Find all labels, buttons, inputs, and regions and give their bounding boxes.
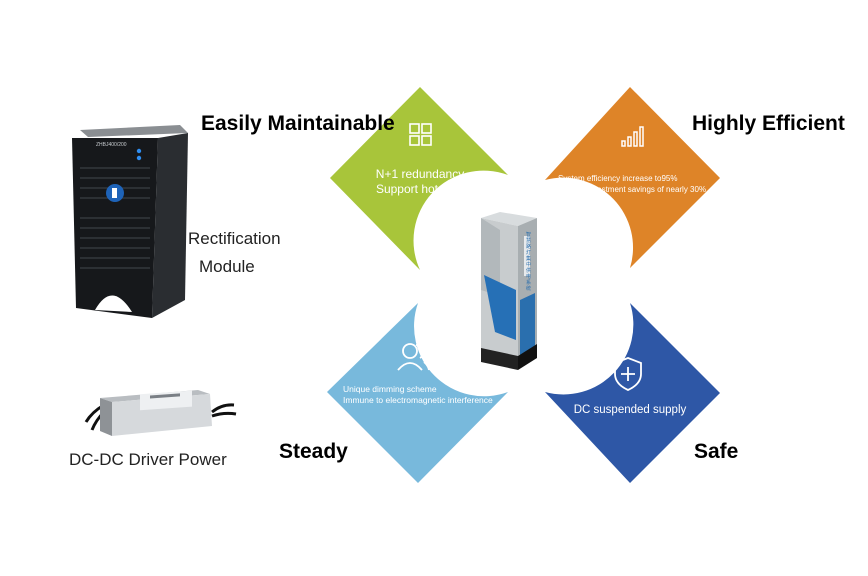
cabinet-side-text: 智慧路灯集中供电系统 (526, 232, 532, 292)
maintainable-line-1: N+1 redundancy (375, 167, 465, 181)
efficient-title: Highly Efficient (692, 112, 845, 135)
steady-line-1: Unique dimming scheme (343, 384, 437, 394)
steady-description: Unique dimming scheme Immune to electrom… (343, 384, 493, 406)
driver-power-image (84, 390, 237, 436)
safe-diamond (545, 303, 720, 483)
rectifier-module-image (72, 125, 188, 318)
grid-icon (409, 123, 432, 146)
users-icon (397, 343, 430, 371)
efficient-description: System efficiency increase to95% System … (558, 173, 706, 195)
maintainable-line-2: Support hot plug (375, 182, 465, 196)
maintainable-diamond (330, 87, 508, 270)
shield-plus-icon (614, 357, 642, 391)
power-cabinet-image (481, 212, 537, 370)
rectifier-label-line-2: Module (199, 257, 255, 276)
steady-diamond (327, 303, 508, 483)
efficient-line-2: System investment savings of nearly 30% (558, 185, 707, 194)
safe-line-1: DC suspended supply (573, 404, 687, 416)
rectifier-label-line-1: Rectification (188, 229, 281, 248)
efficient-line-1: System efficiency increase to95% (558, 174, 678, 183)
safe-description: DC suspended supply (560, 403, 700, 417)
maintainable-title: Easily Maintainable (201, 112, 395, 135)
steady-title: Steady (279, 440, 348, 463)
efficient-diamond (545, 87, 720, 268)
maintainable-description: N+1 redundancy Support hot plug (350, 167, 490, 197)
rectifier-model-text: ZHBJ400/200 (96, 142, 127, 148)
driver-label: DC-DC Driver Power (69, 450, 227, 469)
steady-line-2: Immune to electromagnetic interference (343, 395, 493, 405)
bar-chart-icon (621, 126, 644, 147)
safe-title: Safe (694, 440, 739, 463)
